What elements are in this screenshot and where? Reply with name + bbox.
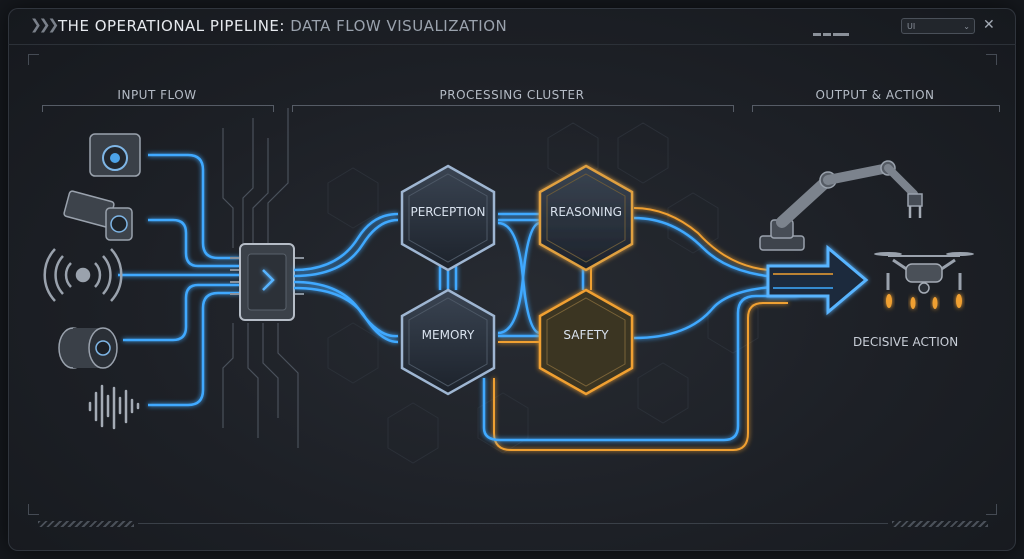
section-processing-bracket <box>292 105 734 112</box>
minimize-control[interactable] <box>813 24 851 43</box>
frame-corner <box>986 54 997 65</box>
lens-sensor-icon <box>58 327 118 369</box>
signal-waves-icon <box>43 248 123 302</box>
frame-corner <box>28 504 39 515</box>
safety-label: SAFETY <box>563 328 609 342</box>
hex-node-reasoning[interactable] <box>538 164 634 272</box>
cluster-orange-flows <box>493 207 798 451</box>
cctv-camera-icon <box>63 190 133 241</box>
section-output-label: OUTPUT & ACTION <box>815 88 935 102</box>
robotic-arm-icon <box>759 160 923 251</box>
input-flow-lines <box>118 153 240 407</box>
feedback-loop <box>482 216 799 442</box>
drone-icon <box>874 252 974 309</box>
dropdown-value: UI <box>907 22 916 31</box>
app-window: ❯❯❯ THE OPERATIONAL PIPELINE: DATA FLOW … <box>8 8 1016 551</box>
memory-label: MEMORY <box>421 328 475 342</box>
decisive-action-label: DECISIVE ACTION <box>853 335 959 349</box>
pipeline-diagram <box>43 108 974 464</box>
section-output-bracket <box>752 105 1000 112</box>
hex-grid-background <box>327 122 759 464</box>
section-processing-label: PROCESSING CLUSTER <box>439 88 585 102</box>
footer-divider <box>138 523 888 524</box>
camera-icon <box>89 133 141 177</box>
title-bar: ❯❯❯ THE OPERATIONAL PIPELINE: DATA FLOW … <box>8 8 1016 45</box>
footer-hatch-right <box>892 521 988 527</box>
window-title: THE OPERATIONAL PIPELINE: DATA FLOW VISU… <box>58 17 507 35</box>
title-sub: DATA FLOW VISUALIZATION <box>290 17 508 35</box>
audio-waveform-icon <box>88 384 140 430</box>
hex-node-perception[interactable] <box>400 164 496 272</box>
close-icon[interactable]: ✕ <box>983 17 995 33</box>
hex-node-safety[interactable] <box>538 288 634 396</box>
frame-corner <box>28 54 39 65</box>
chevron-down-icon: ⌄ <box>963 22 970 31</box>
frame-corner <box>986 504 997 515</box>
footer-hatch-left <box>38 521 134 527</box>
section-input-label: INPUT FLOW <box>117 88 197 102</box>
processor-chip-icon <box>230 243 304 321</box>
title-main: THE OPERATIONAL PIPELINE: <box>58 17 285 35</box>
circuit-traces <box>222 108 299 448</box>
chevrons-icon: ❯❯❯ <box>30 17 59 33</box>
hex-node-memory[interactable] <box>400 288 496 396</box>
perception-label: PERCEPTION <box>410 205 486 219</box>
output-arrow <box>766 244 869 316</box>
view-dropdown[interactable]: UI ⌄ <box>901 18 975 34</box>
section-input-bracket <box>42 105 274 112</box>
reasoning-label: REASONING <box>550 205 622 219</box>
